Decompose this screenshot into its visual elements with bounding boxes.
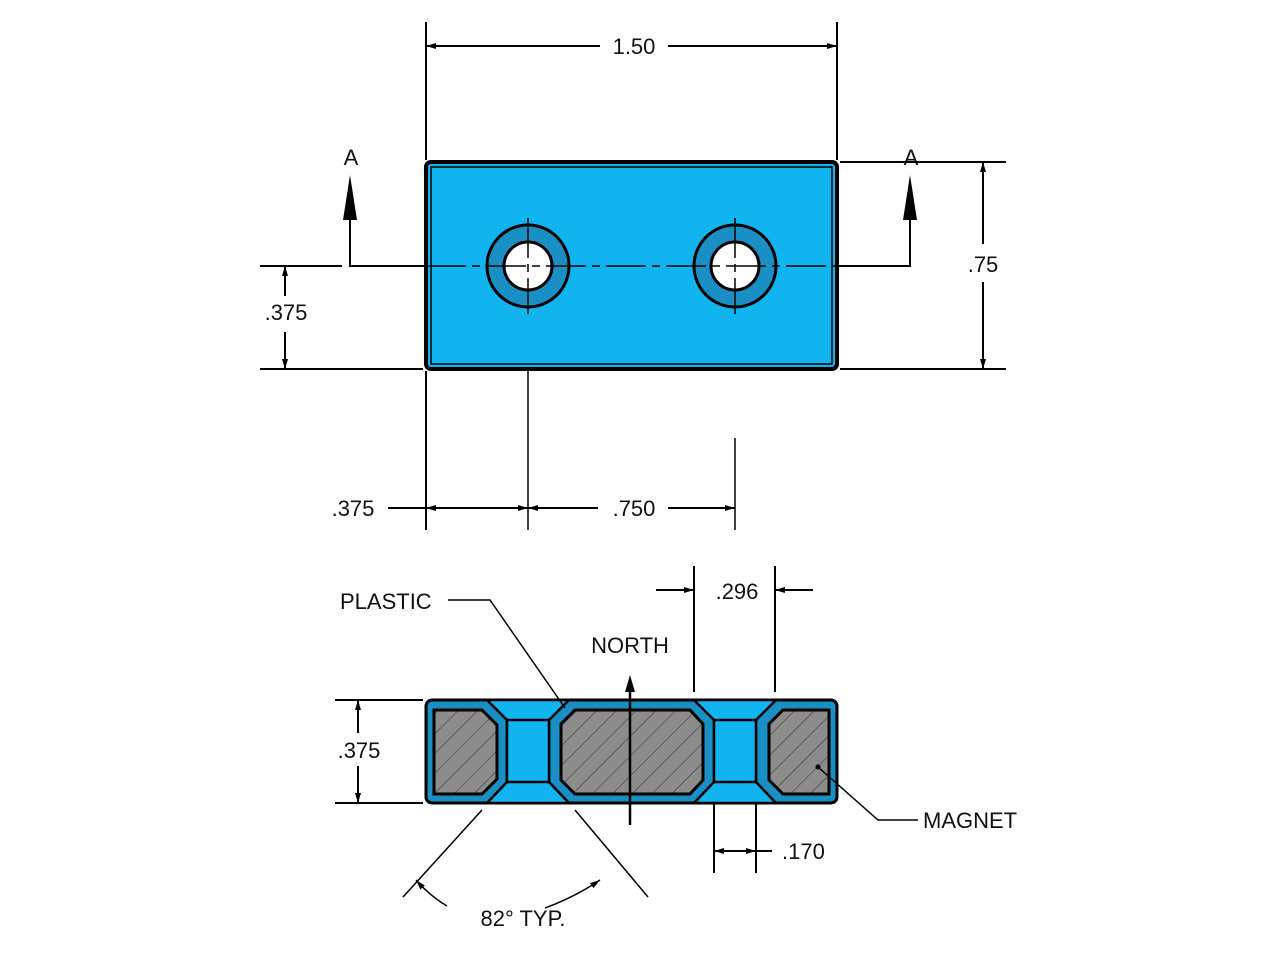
dim-text-hole-offset-horizontal: .375 — [332, 496, 375, 521]
center-lines — [426, 218, 837, 530]
section-line-a-a: A A — [343, 145, 919, 267]
dim-hole: .170 — [713, 803, 825, 873]
dim-text-overall-width: 1.50 — [613, 34, 656, 59]
dim-text-hole: .170 — [782, 839, 825, 864]
section-arrow-right — [903, 175, 917, 220]
magnet-right — [767, 708, 831, 796]
callout-north: NORTH — [591, 633, 669, 658]
dim-text-overall-height: .75 — [968, 252, 999, 277]
callout-magnet: MAGNET — [923, 808, 1017, 833]
magnet-left — [432, 708, 499, 796]
top-view: A A 1.50 .75 .375 — [260, 22, 1006, 530]
magnet-center — [559, 708, 705, 796]
dim-text-hole-spacing: .750 — [613, 496, 656, 521]
north-arrow: NORTH — [591, 633, 669, 825]
dim-overall-width: 1.50 — [425, 22, 838, 160]
dim-countersink-angle: 82° TYP. — [402, 809, 649, 931]
dim-thickness: .375 — [335, 699, 423, 804]
section-arrow-left — [343, 175, 357, 220]
dim-overall-height: .75 — [840, 161, 1006, 370]
dim-hole-offset-vertical: .375 — [260, 265, 423, 370]
section-label-right: A — [904, 145, 919, 170]
dim-text-counterbore: .296 — [716, 579, 759, 604]
section-label-left: A — [344, 145, 359, 170]
dim-text-countersink-angle: 82° TYP. — [480, 906, 565, 931]
callout-plastic: PLASTIC — [340, 589, 432, 614]
dim-text-thickness: .375 — [338, 738, 381, 763]
section-view: NORTH PLASTIC MAGNET .296 .375 — [335, 566, 1017, 931]
dim-counterbore: .296 — [656, 566, 813, 692]
magnet-callout: MAGNET — [817, 766, 1017, 833]
dim-text-hole-offset-vertical: .375 — [265, 300, 308, 325]
through-hole-left — [505, 718, 551, 784]
dim-hole-horizontal: .375 .750 — [332, 371, 735, 530]
through-hole-right — [712, 718, 758, 784]
plastic-callout: PLASTIC — [340, 589, 566, 709]
